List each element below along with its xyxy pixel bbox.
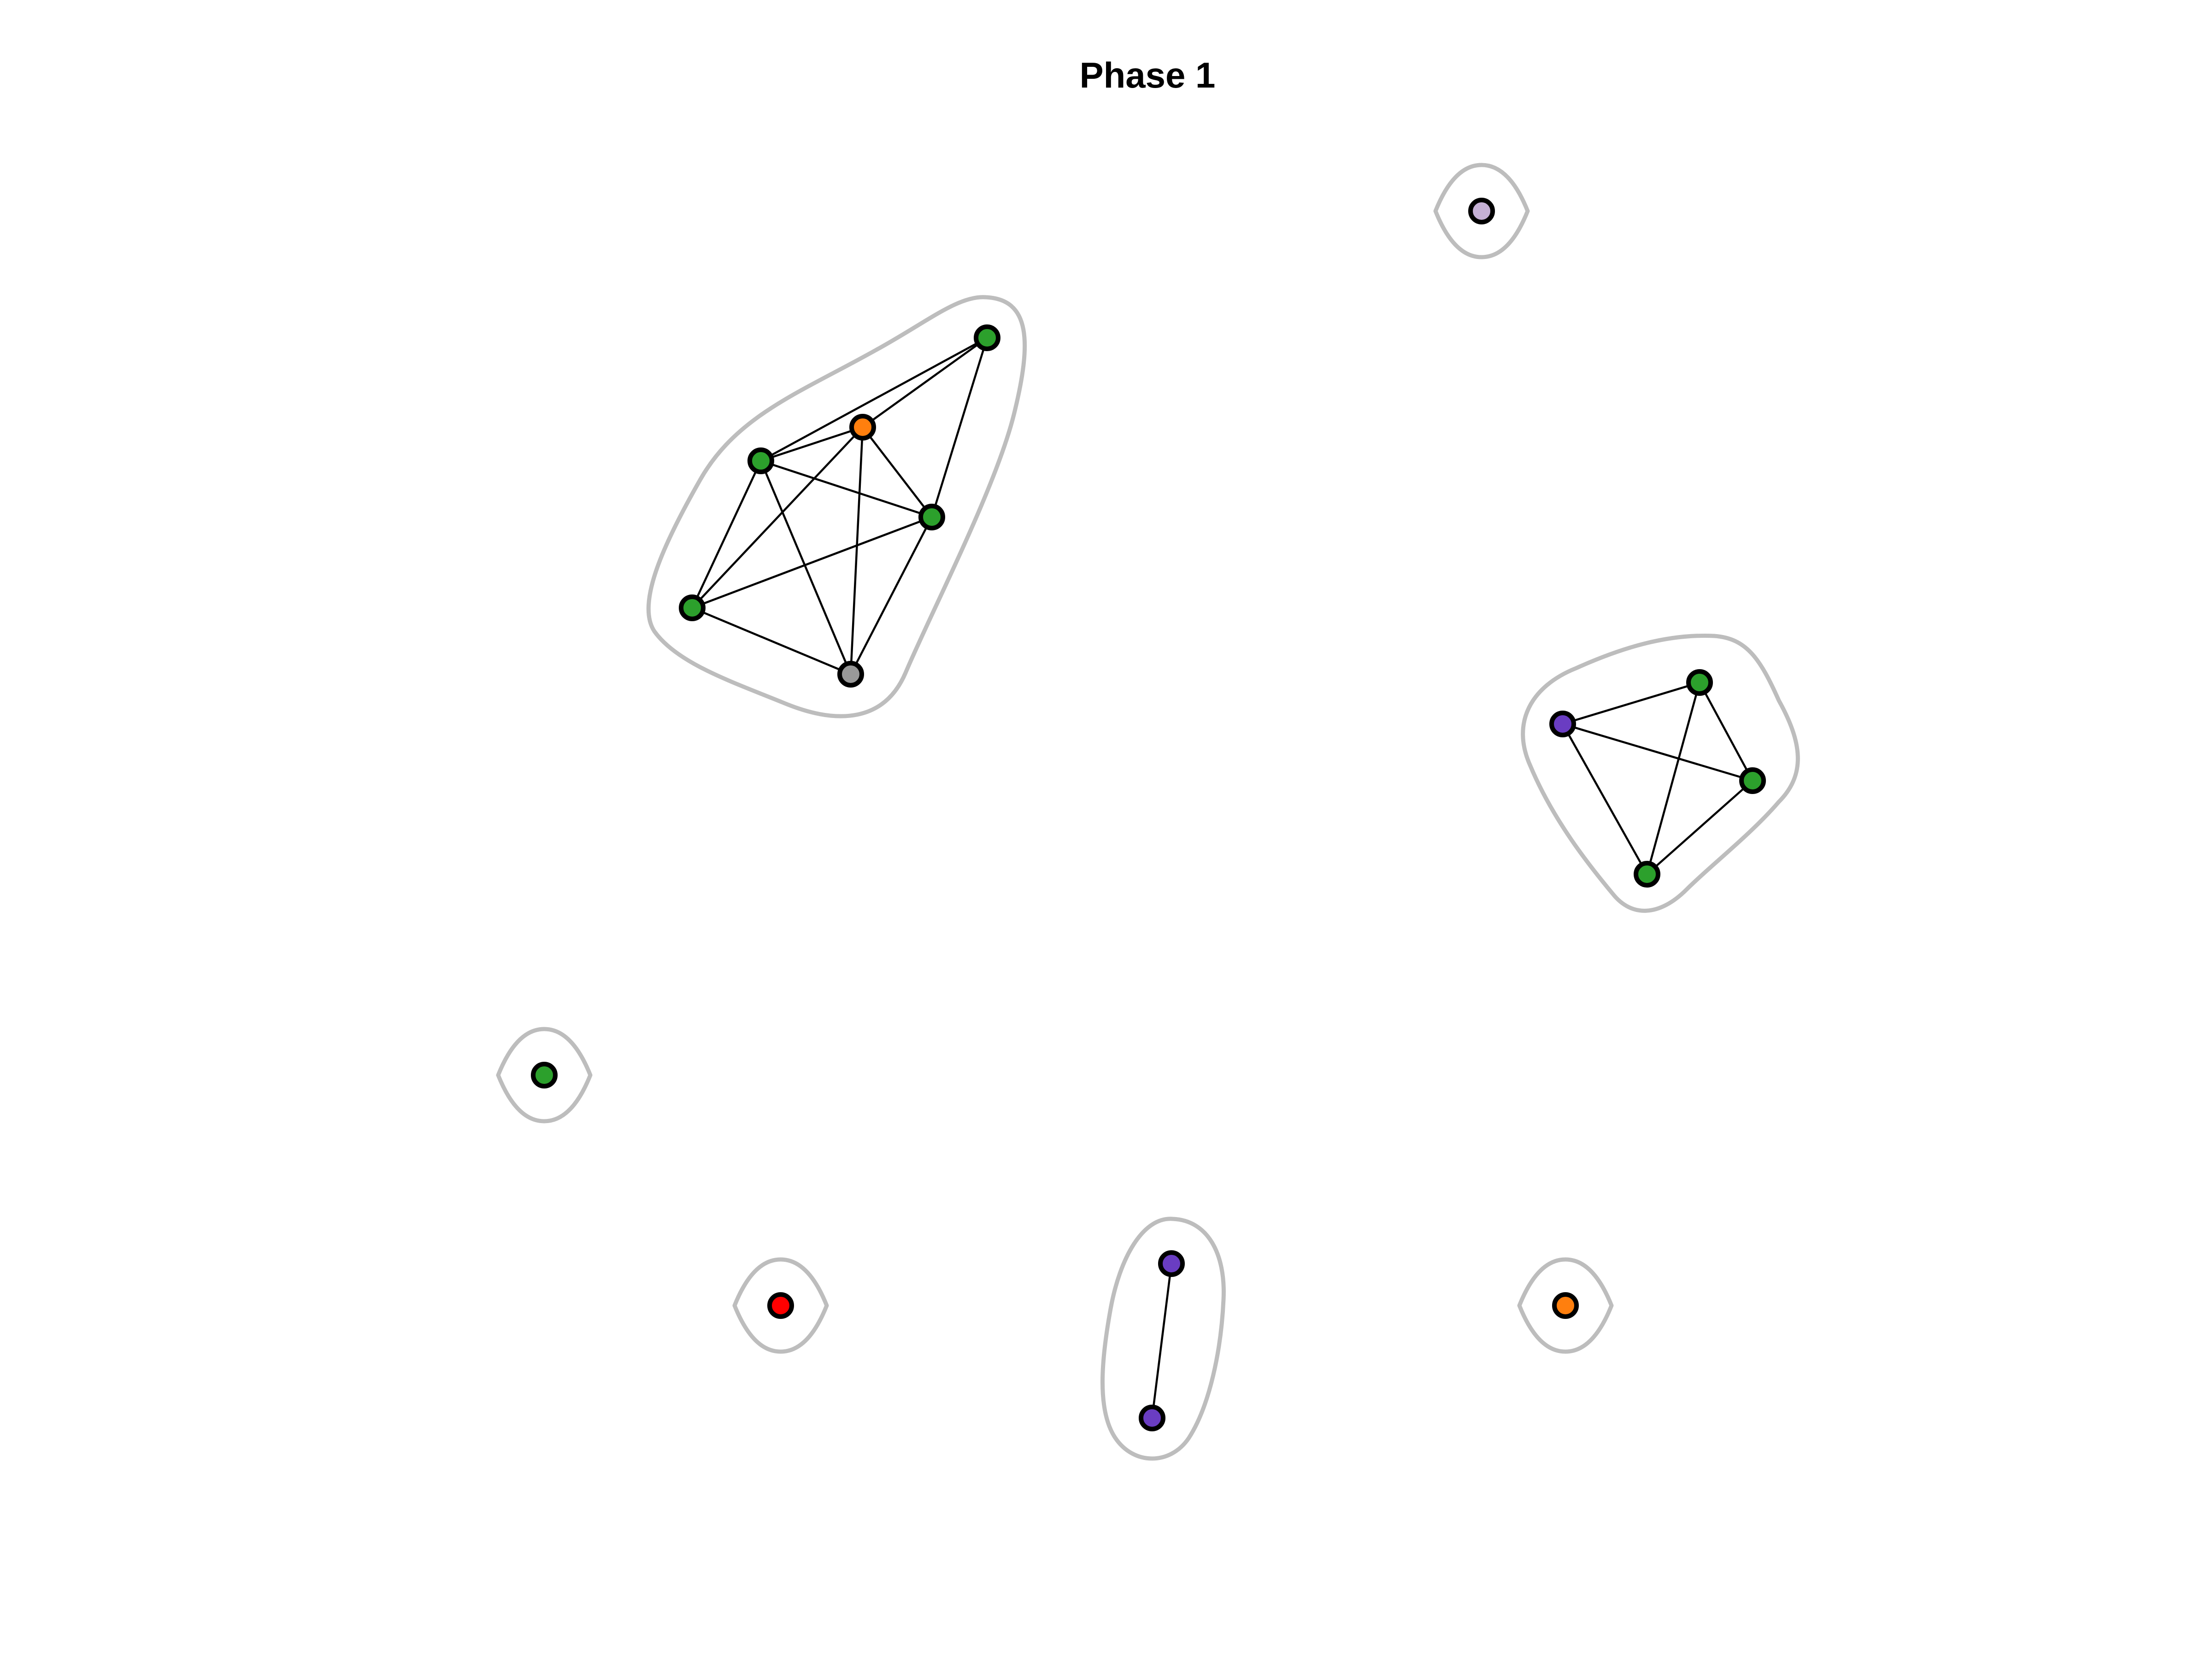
edges — [691, 337, 1753, 1418]
node-n9 — [1549, 711, 1576, 737]
edge-n4-n6 — [850, 516, 933, 675]
node-n6 — [837, 661, 864, 688]
node-n4 — [918, 504, 945, 530]
group-7-hull — [1517, 1257, 1614, 1354]
edge-n14-n15 — [1151, 1263, 1173, 1418]
edge-n2-n4 — [862, 426, 933, 518]
node-n13 — [767, 1292, 794, 1319]
group-3-hull — [1521, 633, 1800, 913]
edge-n2-n5 — [691, 426, 864, 609]
node-n16 — [1552, 1292, 1579, 1319]
group-5-hull — [732, 1257, 829, 1354]
edge-n3-n5 — [691, 460, 762, 608]
edge-n2-n6 — [849, 427, 864, 675]
group-hulls — [496, 163, 1800, 1461]
node-n15 — [1139, 1405, 1165, 1431]
edge-n10-n11 — [1646, 780, 1753, 875]
edge-n4-n5 — [692, 516, 932, 609]
edge-n3-n6 — [759, 460, 852, 675]
edge-n8-n11 — [1646, 682, 1701, 875]
group-6-hull — [1100, 1217, 1226, 1461]
node-n11 — [1634, 861, 1660, 888]
edge-n3-n4 — [760, 459, 932, 518]
group-1-hull — [646, 295, 1027, 718]
group-2-hull — [1433, 163, 1530, 259]
node-n10 — [1739, 767, 1766, 794]
edge-n8-n10 — [1699, 682, 1753, 782]
edge-n1-n4 — [930, 337, 988, 518]
group-4-hull — [496, 1027, 593, 1124]
node-n5 — [679, 594, 706, 621]
node-n3 — [747, 447, 774, 474]
node-n14 — [1158, 1250, 1185, 1277]
node-n12 — [531, 1062, 558, 1088]
node-n1 — [974, 324, 1000, 351]
edge-n2-n3 — [760, 426, 863, 462]
edge-n9-n10 — [1562, 723, 1753, 782]
nodes — [531, 198, 1766, 1431]
node-n2 — [849, 414, 876, 441]
node-n8 — [1686, 669, 1713, 696]
edge-n5-n6 — [692, 606, 851, 676]
edge-n1-n3 — [760, 337, 988, 462]
edge-n8-n9 — [1562, 681, 1700, 725]
diagram-title: Phase 1 — [1080, 55, 1216, 95]
edge-n9-n11 — [1562, 723, 1648, 875]
edge-n1-n2 — [862, 337, 988, 428]
node-n7 — [1468, 198, 1495, 224]
